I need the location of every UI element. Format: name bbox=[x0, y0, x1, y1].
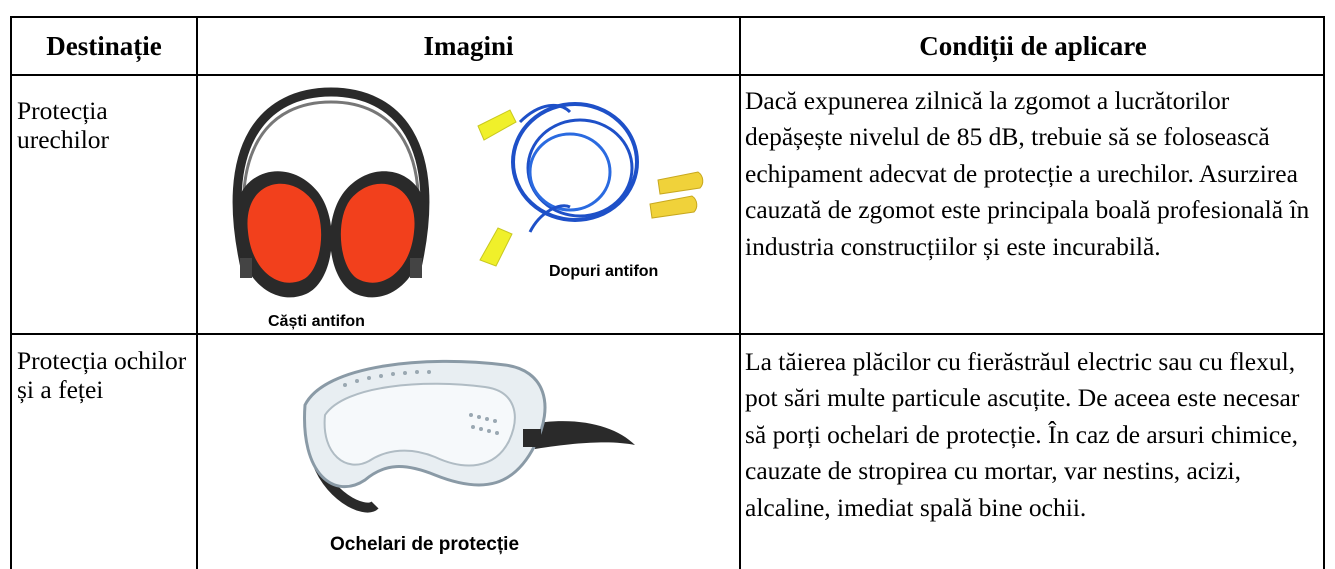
header-destination: Destinație bbox=[46, 30, 162, 61]
header-divider bbox=[10, 74, 1325, 76]
earplugs-icon bbox=[477, 102, 704, 267]
header-conditions: Condiții de aplicare bbox=[919, 30, 1147, 61]
earmuffs-icon bbox=[232, 87, 430, 298]
col-divider-1 bbox=[196, 16, 198, 569]
row-ears-destination: Protecția urechilor bbox=[17, 96, 110, 154]
row-ears-conditions: Dacă expunerea zilnică la zgomot a lucră… bbox=[745, 86, 1310, 261]
ppe-table bbox=[10, 16, 1325, 569]
table-border-right bbox=[1323, 16, 1325, 569]
col-divider-2 bbox=[739, 16, 741, 569]
earmuffs-caption: Căști antifon bbox=[268, 313, 365, 330]
row-eyes-conditions: La tăierea plăcilor cu fierăstrăul elect… bbox=[745, 347, 1300, 522]
goggles-caption: Ochelari de protecție bbox=[330, 534, 520, 555]
table-border-left bbox=[10, 16, 12, 569]
table-border-top bbox=[10, 16, 1325, 18]
row-eyes-destination: Protecția ochilor și a feței bbox=[17, 346, 187, 404]
header-images: Imagini bbox=[423, 30, 514, 61]
safety-goggles-icon bbox=[303, 359, 635, 513]
row-divider bbox=[10, 333, 1325, 335]
earplugs-caption: Dopuri antifon bbox=[549, 263, 659, 280]
